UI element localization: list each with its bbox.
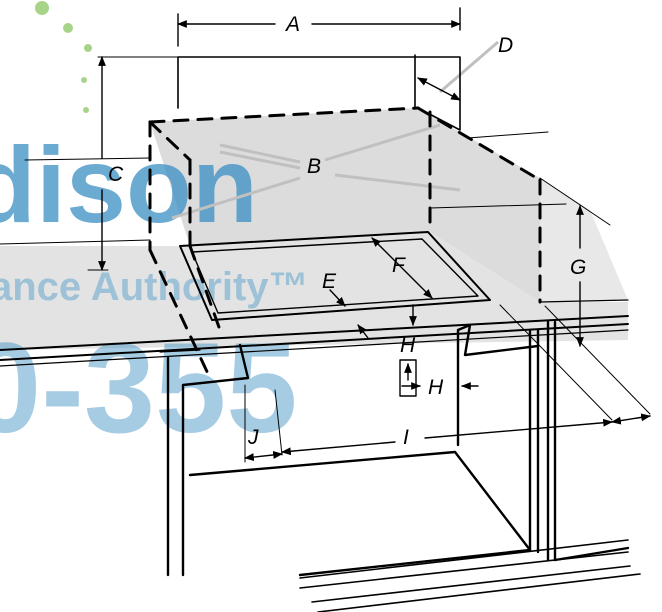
label-i: I [403, 426, 409, 449]
label-d: D [498, 34, 513, 57]
label-j: J [247, 426, 259, 449]
label-h-side: H [428, 376, 444, 399]
countertop-cutout-inner [191, 238, 479, 314]
label-a: A [284, 13, 300, 36]
dim-e [329, 289, 346, 307]
dimension-arrows [98, 7, 651, 461]
dim-i-right [424, 418, 613, 439]
watermark-dots [35, 1, 92, 113]
cabinet-opening-floor [188, 450, 532, 577]
countertop [0, 231, 629, 367]
label-b: B [307, 155, 321, 178]
label-h-top: H [400, 334, 416, 357]
left-cabinet [166, 343, 250, 577]
watermark-line-3: 0-355 [0, 317, 297, 460]
h-tab [399, 359, 417, 397]
right-cabinet-left-edge [456, 323, 540, 447]
base-cabinets [166, 320, 641, 612]
dim-j [244, 451, 283, 461]
dim-i-left [281, 441, 396, 456]
watermark-line-2: ance Authority™ [0, 265, 309, 309]
right-fade-shade [540, 178, 628, 302]
pointer-lines [171, 40, 499, 220]
watermark-line-1: dison [0, 124, 258, 245]
label-f: F [392, 254, 406, 277]
watermark: dison ance Authority™ 0-355 [0, 124, 309, 460]
label-g: G [570, 256, 586, 279]
countertop-cutout-outer [179, 231, 491, 321]
wall-outline [177, 54, 461, 131]
dashed-envelope [148, 106, 542, 380]
dim-f [371, 237, 433, 299]
dim-d [417, 77, 461, 101]
label-c: C [108, 163, 124, 186]
countertop-front-edge [0, 315, 629, 351]
dimension-labels: A B C D E F G H H I J [108, 13, 586, 449]
label-e: E [322, 270, 337, 293]
